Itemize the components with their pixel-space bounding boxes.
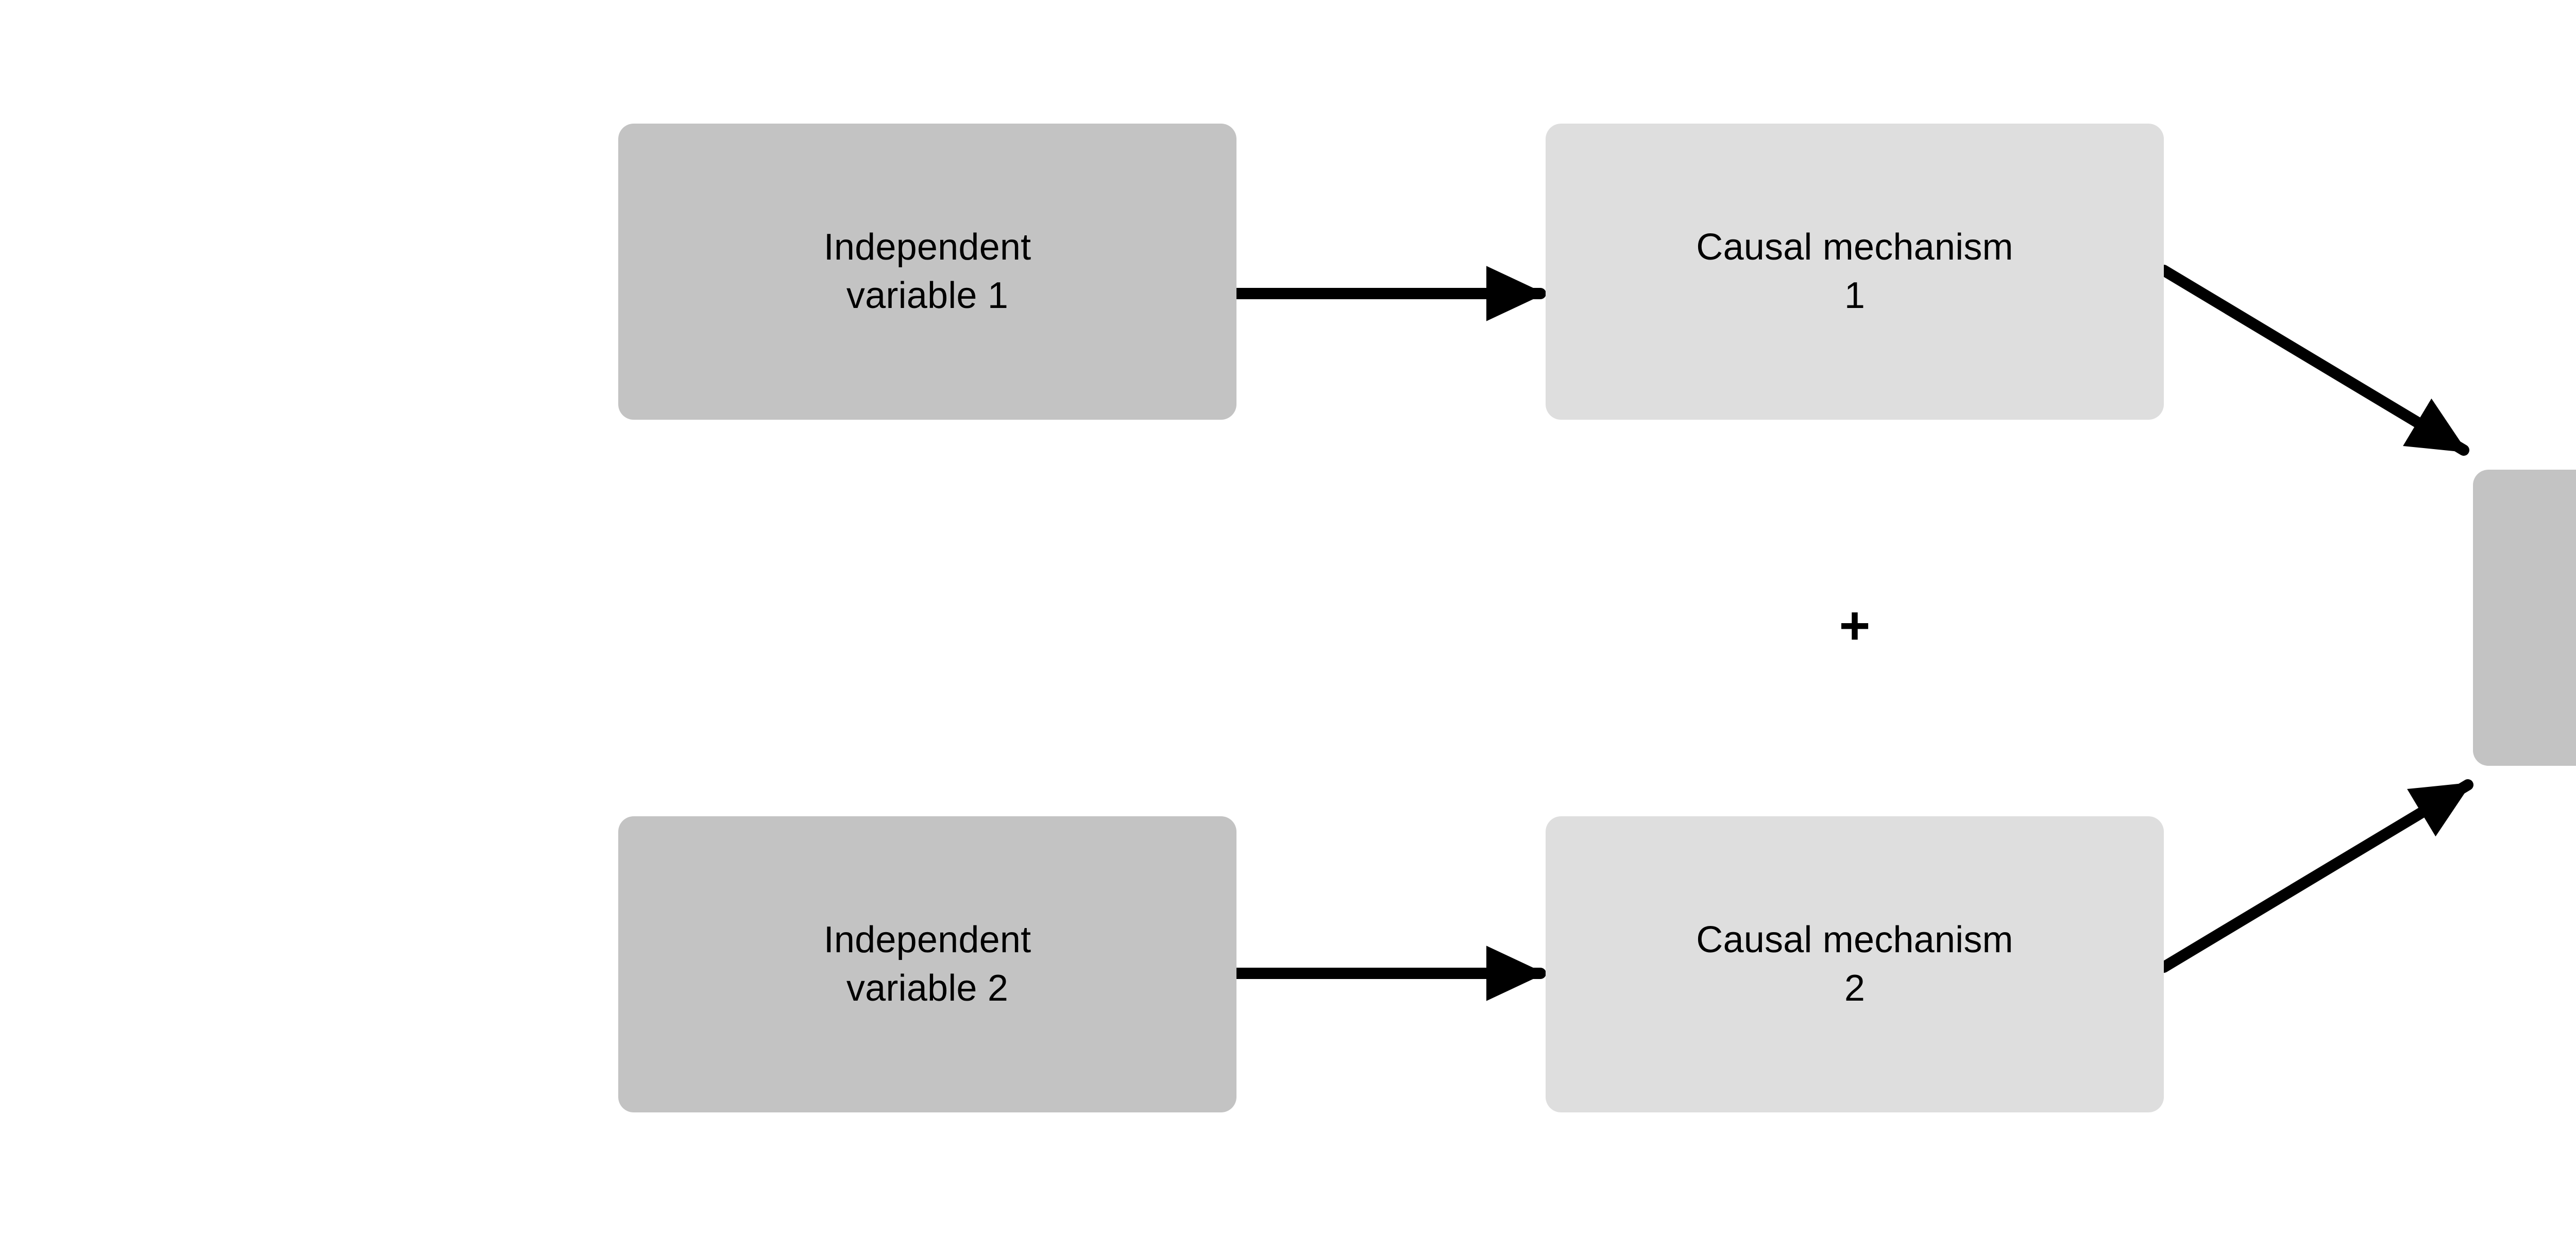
node-label: Independent variable 1	[823, 226, 1031, 316]
node-label: Independent variable 2	[823, 919, 1031, 1009]
plus-operator-symbol: +	[1839, 595, 1871, 656]
node-label: Causal mechanism 1	[1696, 226, 2013, 316]
node-label: Causal mechanism 2	[1696, 919, 2013, 1009]
node-independent-variable-2[interactable]: Independent variable 2	[618, 816, 1236, 1112]
node-causal-mechanism-2[interactable]: Causal mechanism 2	[1546, 816, 2164, 1112]
node-independent-variable-1[interactable]: Independent variable 1	[618, 124, 1236, 420]
node-dependent-variable[interactable]: Dependent variable	[2473, 470, 2576, 766]
edge-cm2-to-dv	[2158, 779, 2473, 973]
edge-cm1-to-dv	[2158, 265, 2469, 456]
node-causal-mechanism-1[interactable]: Causal mechanism 1	[1546, 124, 2164, 420]
